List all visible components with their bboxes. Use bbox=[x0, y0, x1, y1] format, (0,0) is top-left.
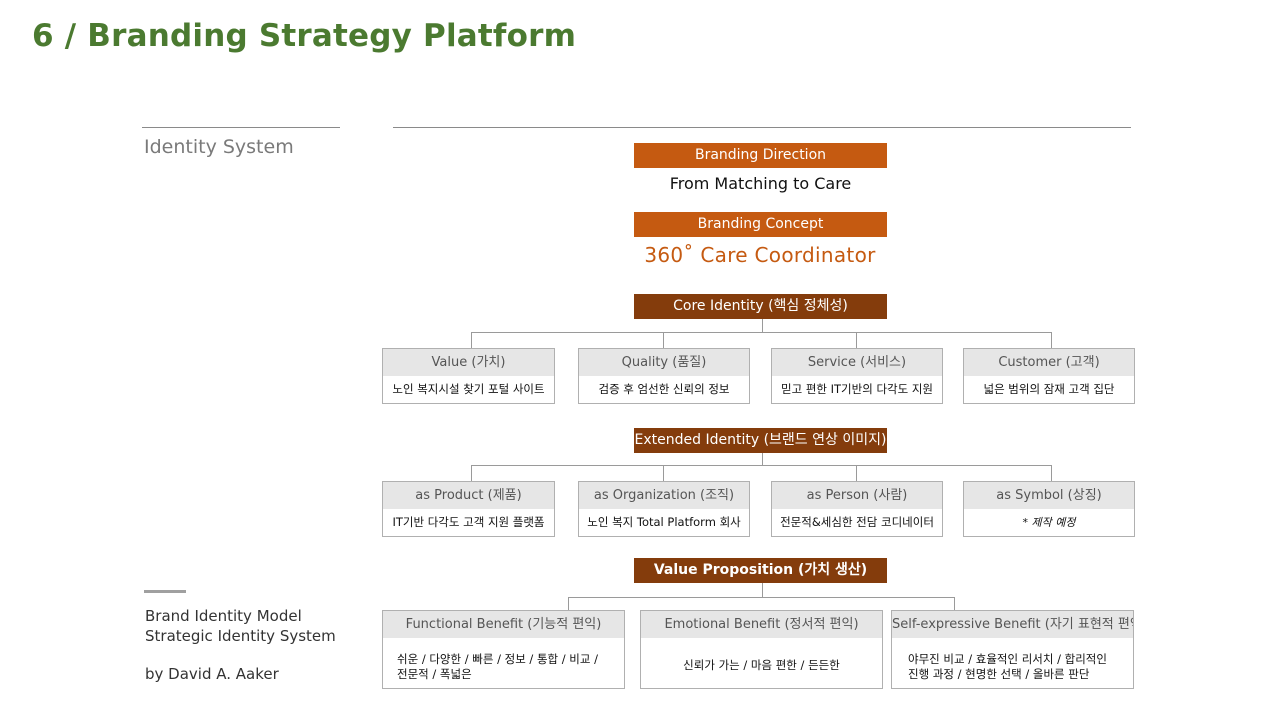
card-title: as Product (제품) bbox=[383, 482, 554, 509]
extended-identity-product-card: as Product (제품) IT기반 다각도 고객 지원 플랫폼 bbox=[382, 481, 555, 537]
sidebar-title: Identity System bbox=[144, 136, 294, 158]
extended-connector-drop-3 bbox=[856, 465, 857, 481]
core-identity-customer-card: Customer (고객) 넓은 범위의 잠재 고객 집단 bbox=[963, 348, 1135, 404]
self-expressive-benefit-card: Self-expressive Benefit (자기 표현적 편익) 야무진 … bbox=[891, 610, 1134, 689]
value-proposition-label: Value Proposition (가치 생산) bbox=[634, 558, 887, 583]
emotional-benefit-card: Emotional Benefit (정서적 편익) 신뢰가 가는 / 마음 편… bbox=[640, 610, 883, 689]
core-connector-drop-3 bbox=[856, 332, 857, 348]
card-desc: 쉬운 / 다양한 / 빠른 / 정보 / 통합 / 비교 / 전문적 / 폭넓은 bbox=[397, 652, 598, 681]
core-identity-service-card: Service (서비스) 믿고 편한 IT기반의 다각도 지원 bbox=[771, 348, 943, 404]
core-identity-value-card: Value (가치) 노인 복지시설 찾기 포털 사이트 bbox=[382, 348, 555, 404]
functional-benefit-card: Functional Benefit (기능적 편익) 쉬운 / 다양한 / 빠… bbox=[382, 610, 625, 689]
sidebar-model-line2: Strategic Identity System bbox=[145, 627, 336, 645]
card-title: Value (가치) bbox=[383, 349, 554, 376]
core-identity-quality-card: Quality (품질) 검증 후 엄선한 신뢰의 정보 bbox=[578, 348, 750, 404]
branding-concept-label: Branding Concept bbox=[634, 212, 887, 237]
card-title: Functional Benefit (기능적 편익) bbox=[383, 611, 624, 638]
card-desc: 전문적&세심한 전담 코디네이터 bbox=[780, 515, 934, 529]
core-connector-drop-1 bbox=[471, 332, 472, 348]
extended-identity-person-card: as Person (사람) 전문적&세심한 전담 코디네이터 bbox=[771, 481, 943, 537]
branding-direction-label: Branding Direction bbox=[634, 143, 887, 168]
branding-direction-text: From Matching to Care bbox=[669, 174, 852, 193]
vp-connector-stem bbox=[762, 583, 763, 597]
extended-connector-drop-4 bbox=[1051, 465, 1052, 481]
card-desc: 검증 후 엄선한 신뢰의 정보 bbox=[598, 382, 730, 396]
extended-connector-drop-1 bbox=[471, 465, 472, 481]
card-title: as Symbol (상징) bbox=[964, 482, 1134, 509]
card-title: Service (서비스) bbox=[772, 349, 942, 376]
card-title: as Person (사람) bbox=[772, 482, 942, 509]
card-desc: 믿고 편한 IT기반의 다각도 지원 bbox=[781, 382, 933, 396]
card-title: Emotional Benefit (정서적 편익) bbox=[641, 611, 882, 638]
card-desc: 노인 복지시설 찾기 포털 사이트 bbox=[392, 382, 545, 396]
card-title: as Organization (조직) bbox=[579, 482, 749, 509]
core-connector-drop-4 bbox=[1051, 332, 1052, 348]
core-connector-drop-2 bbox=[663, 332, 664, 348]
extended-identity-symbol-card: as Symbol (상징) * 제작 예정 bbox=[963, 481, 1135, 537]
card-desc: 야무진 비교 / 효율적인 리서치 / 합리적인 진행 과정 / 현명한 선택 … bbox=[908, 652, 1107, 681]
card-desc: IT기반 다각도 고객 지원 플랫폼 bbox=[392, 515, 545, 529]
extended-connector-drop-2 bbox=[663, 465, 664, 481]
card-title: Customer (고객) bbox=[964, 349, 1134, 376]
card-desc: 넓은 범위의 잠재 고객 집단 bbox=[983, 382, 1115, 396]
card-title: Quality (품질) bbox=[579, 349, 749, 376]
core-identity-label: Core Identity (핵심 정체성) bbox=[634, 294, 887, 319]
core-connector-stem bbox=[762, 319, 763, 332]
card-desc: * 제작 예정 bbox=[1022, 516, 1076, 529]
vp-connector-bar bbox=[568, 597, 955, 598]
extended-identity-label: Extended Identity (브랜드 연상 이미지) bbox=[634, 428, 887, 453]
sidebar-author: by David A. Aaker bbox=[145, 665, 279, 683]
card-desc: 노인 복지 Total Platform 회사 bbox=[587, 515, 741, 529]
sidebar-top-rule bbox=[142, 127, 340, 128]
vp-connector-drop-1 bbox=[568, 597, 569, 610]
main-top-rule bbox=[393, 127, 1131, 128]
card-title: Self-expressive Benefit (자기 표현적 편익) bbox=[892, 611, 1133, 638]
extended-connector-stem bbox=[762, 453, 763, 465]
core-connector-bar bbox=[471, 332, 1052, 333]
sidebar-model-line1: Brand Identity Model bbox=[145, 607, 302, 625]
extended-connector-bar bbox=[471, 465, 1052, 466]
extended-identity-organization-card: as Organization (조직) 노인 복지 Total Platfor… bbox=[578, 481, 750, 537]
vp-connector-drop-3 bbox=[954, 597, 955, 610]
branding-concept-text: 360˚ Care Coordinator bbox=[644, 243, 876, 267]
page-title: 6 / Branding Strategy Platform bbox=[32, 18, 577, 54]
card-desc: 신뢰가 가는 / 마음 편한 / 든든한 bbox=[683, 658, 840, 672]
sidebar-divider bbox=[144, 590, 186, 593]
